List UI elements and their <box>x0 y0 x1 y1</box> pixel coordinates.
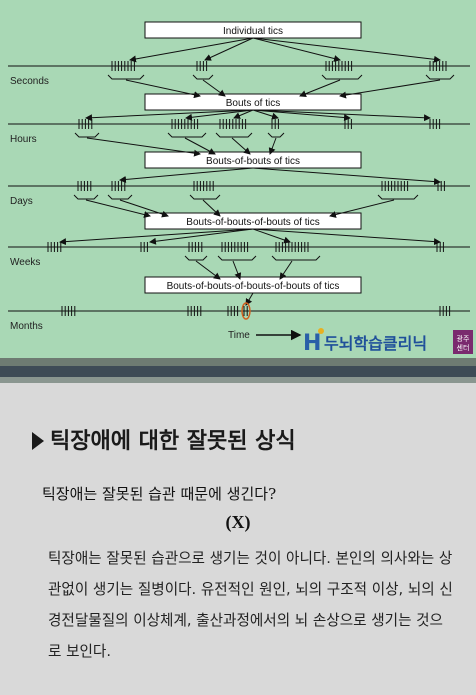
logo-mark: H <box>303 331 321 356</box>
logo-badge-line1: 광주 <box>457 335 470 343</box>
box-individual-tics: Individual tics <box>223 26 283 37</box>
scale-label-seconds: Seconds <box>10 76 49 87</box>
box-bouts-of-bouts: Bouts-of-bouts of tics <box>206 156 300 167</box>
divider-stripe-light <box>0 377 476 383</box>
tic-diagram: Seconds Hours Days Weeks Months Individu… <box>8 21 473 356</box>
tic-diagram-panel: Seconds Hours Days Weeks Months Individu… <box>0 0 476 358</box>
heading-text: 틱장애에 대한 잘못된 상식 <box>50 429 296 454</box>
section-heading: 틱장애에 대한 잘못된 상식 <box>32 423 296 455</box>
logo-badge-line2: 센터 <box>457 343 470 352</box>
text-section: 틱장애에 대한 잘못된 상식 틱장애는 잘못된 습관 때문에 생긴다? (X) … <box>0 383 476 695</box>
box-bouts: Bouts of tics <box>226 98 280 109</box>
divider-stripe-dark <box>0 366 476 377</box>
highlight-ellipse <box>241 302 251 320</box>
box-bouts-3: Bouts-of-bouts-of-bouts of tics <box>186 217 319 228</box>
scale-label-hours: Hours <box>10 134 37 145</box>
box-bouts-4: Bouts-of-bouts-of-bouts-of-bouts of tics <box>167 281 340 292</box>
scale-label-months: Months <box>10 321 43 332</box>
answer-text: (X) <box>225 512 251 532</box>
question-text: 틱장애는 잘못된 습관 때문에 생긴다? <box>42 485 277 503</box>
logo-badge <box>453 330 473 354</box>
clinic-logo: H 두뇌학습클리닉 광주 센터 <box>303 328 473 356</box>
scale-label-weeks: Weeks <box>10 257 40 268</box>
explanation-paragraph: 틱장애는 잘못된 습관으로 생기는 것이 아니다. 본인의 의사와는 상관없이 … <box>48 550 453 660</box>
triangle-bullet-icon <box>32 432 44 450</box>
logo-dot-icon <box>318 328 324 334</box>
scale-label-days: Days <box>10 196 33 207</box>
divider-stripe <box>0 358 476 366</box>
time-label: Time <box>228 330 250 341</box>
logo-text: 두뇌학습클리닉 <box>324 334 427 353</box>
